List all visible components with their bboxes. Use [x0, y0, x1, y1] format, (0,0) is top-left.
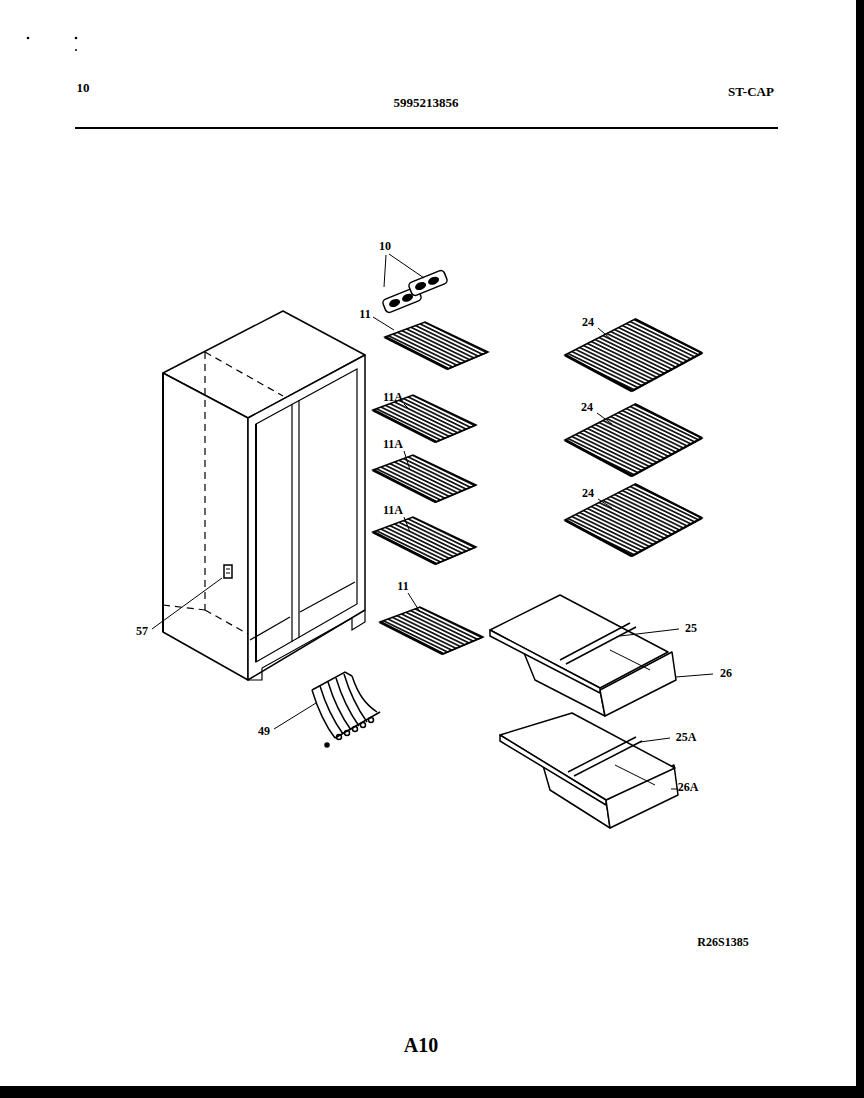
callout-number: 24 [582, 487, 594, 499]
callout-number: 49 [258, 725, 270, 737]
page-code: A10 [404, 1035, 438, 1055]
callout-number: 11A [383, 391, 403, 403]
callout-number: 26A [678, 781, 699, 793]
callout-number: 10 [379, 240, 391, 252]
callout-number: 24 [582, 316, 594, 328]
callout-number: 11 [359, 308, 370, 320]
callout-number: 26 [720, 667, 732, 679]
drawing-code: R26S1385 [697, 936, 748, 948]
callout-number: 25 [685, 622, 697, 634]
callout-number: 11A [383, 504, 403, 516]
callout-number: 11A [383, 438, 403, 450]
callout-number: 25A [676, 731, 697, 743]
part-number: 5995213856 [394, 96, 459, 109]
callout-number: 24 [581, 401, 593, 413]
callout-number: 11 [397, 580, 408, 592]
page-number: 10 [77, 81, 90, 94]
callout-number: 57 [136, 625, 148, 637]
model-code: ST-CAP [728, 85, 774, 98]
